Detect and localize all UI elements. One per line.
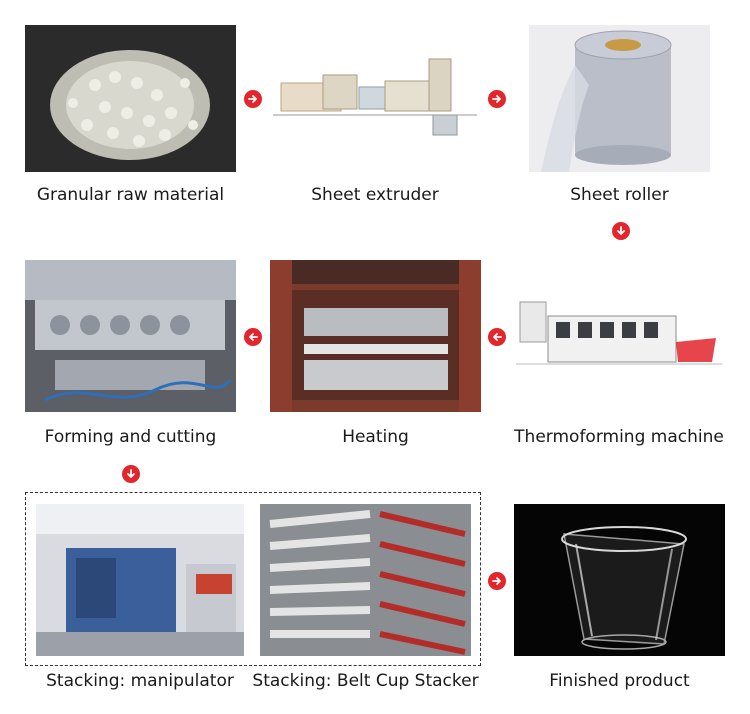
manipulator-stacker-photo (36, 504, 244, 656)
step-label: Thermoforming machine (510, 427, 728, 447)
sheet-extruder-machine-photo (273, 45, 477, 145)
step-label: Stacking: manipulator (36, 671, 244, 691)
sheet-roll-photo (529, 25, 710, 172)
step-label: Sheet extruder (273, 185, 477, 205)
step-label: Forming and cutting (25, 427, 236, 447)
heating-chamber-photo (270, 260, 481, 412)
step-label: Granular raw material (25, 185, 236, 205)
arrow-right-icon (488, 572, 506, 590)
arrow-down-icon (122, 465, 140, 483)
raw-material-pellets-photo (25, 25, 236, 172)
step-label: Sheet roller (529, 185, 710, 205)
belt-cup-stacker-photo (260, 504, 471, 656)
clear-plastic-cup-photo (514, 504, 725, 656)
thermoforming-machine-photo (516, 290, 722, 372)
step-label: Stacking: Belt Cup Stacker (252, 671, 479, 691)
step-label: Heating (270, 427, 481, 447)
arrow-left-icon (244, 328, 262, 346)
forming-cutting-mold-photo (25, 260, 236, 412)
arrow-down-icon (612, 222, 630, 240)
arrow-right-icon (488, 90, 506, 108)
arrow-left-icon (488, 328, 506, 346)
arrow-right-icon (244, 90, 262, 108)
step-label: Finished product (514, 671, 725, 691)
